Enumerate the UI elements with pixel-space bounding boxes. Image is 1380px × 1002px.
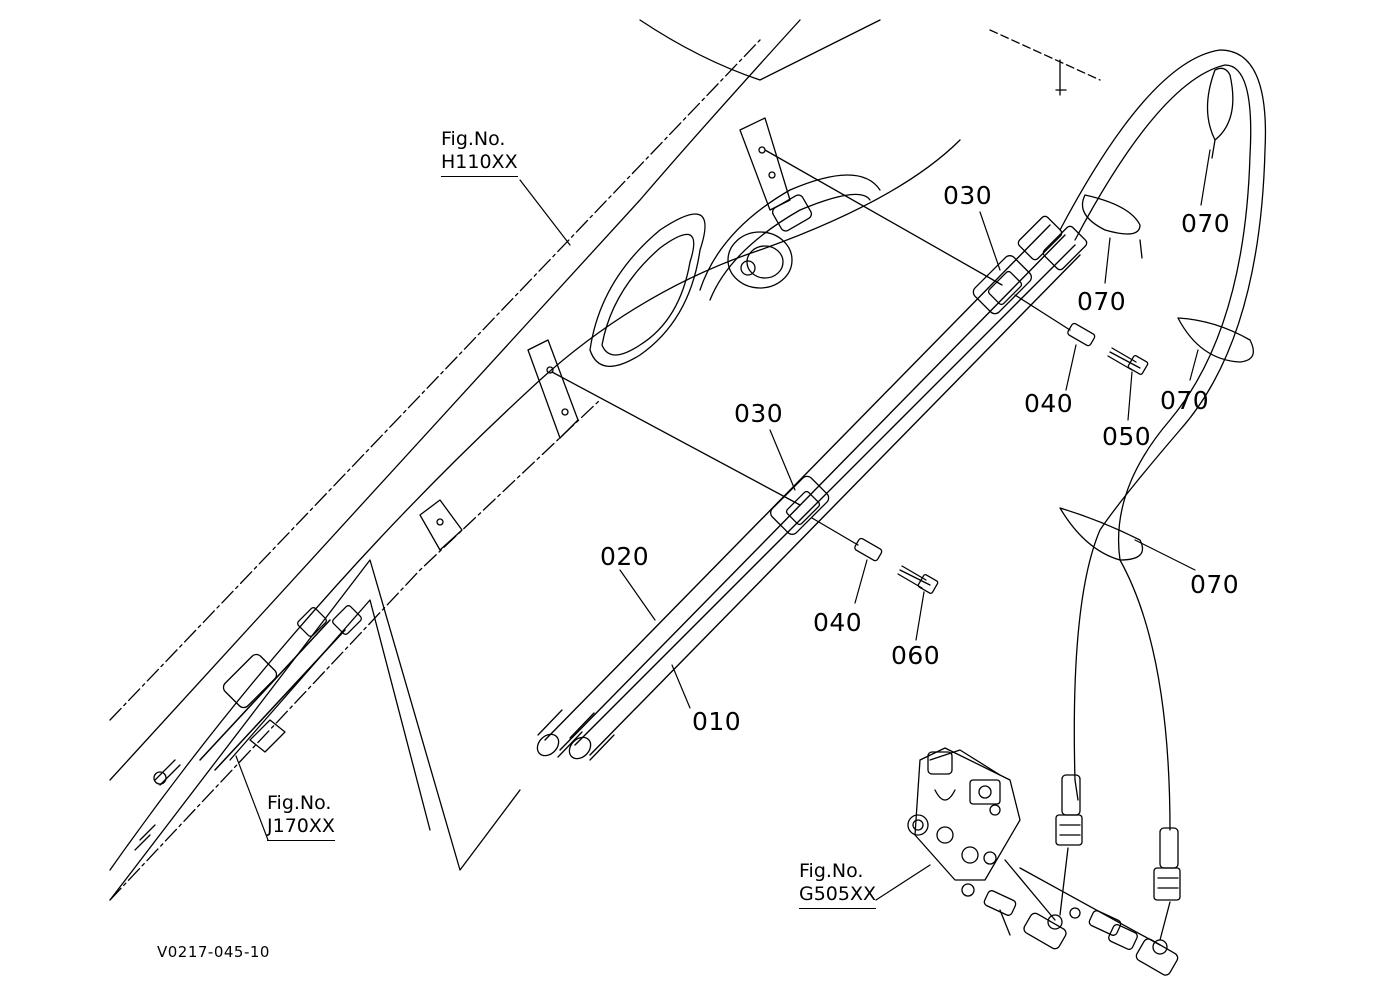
part-label-030-lower: 030 <box>734 399 784 428</box>
boom-outline <box>109 19 1101 901</box>
part-label-040-upper: 040 <box>1024 389 1074 418</box>
reference-label-h110xx: Fig.No. H110XX <box>441 128 518 177</box>
part-label-010: 010 <box>692 707 742 736</box>
part-label-070-d: 070 <box>1190 570 1240 599</box>
boom-cutout <box>589 174 881 368</box>
boom-brackets <box>419 117 791 551</box>
part-label-070-c: 070 <box>1160 386 1210 415</box>
reference-label-g505xx: Fig.No. G505XX <box>799 860 877 909</box>
part-leaders <box>619 149 1211 709</box>
reference-line2: J170XX <box>267 815 335 841</box>
reference-label-j170xx: Fig.No. J170XX <box>267 792 335 841</box>
elbow-fittings <box>961 859 1179 976</box>
reference-line1: Fig.No. <box>799 860 864 882</box>
part-label-040-lower: 040 <box>813 608 863 637</box>
part-label-070-b: 070 <box>1077 287 1127 316</box>
spacers-bolts <box>854 322 1149 594</box>
pivot-boss <box>727 194 813 289</box>
drawing-code: V0217-045-10 <box>157 943 270 961</box>
reference-line2: G505XX <box>799 883 877 909</box>
control-valve <box>907 747 1021 881</box>
reference-line1: Fig.No. <box>267 792 332 814</box>
part-label-050: 050 <box>1102 422 1152 451</box>
reference-line2: H110XX <box>441 151 518 177</box>
reference-leaders <box>235 179 931 901</box>
reference-boxes <box>109 559 521 901</box>
hoses <box>536 215 1088 761</box>
hose-clamps <box>770 255 1032 535</box>
part-label-070-a: 070 <box>1181 209 1231 238</box>
valve-fittings <box>1055 774 1181 941</box>
leader-lines <box>551 149 1071 546</box>
part-label-060: 060 <box>891 641 941 670</box>
part-label-030-upper: 030 <box>943 181 993 210</box>
part-label-020: 020 <box>600 542 650 571</box>
reference-line1: Fig.No. <box>441 128 506 150</box>
cables <box>1059 49 1267 831</box>
